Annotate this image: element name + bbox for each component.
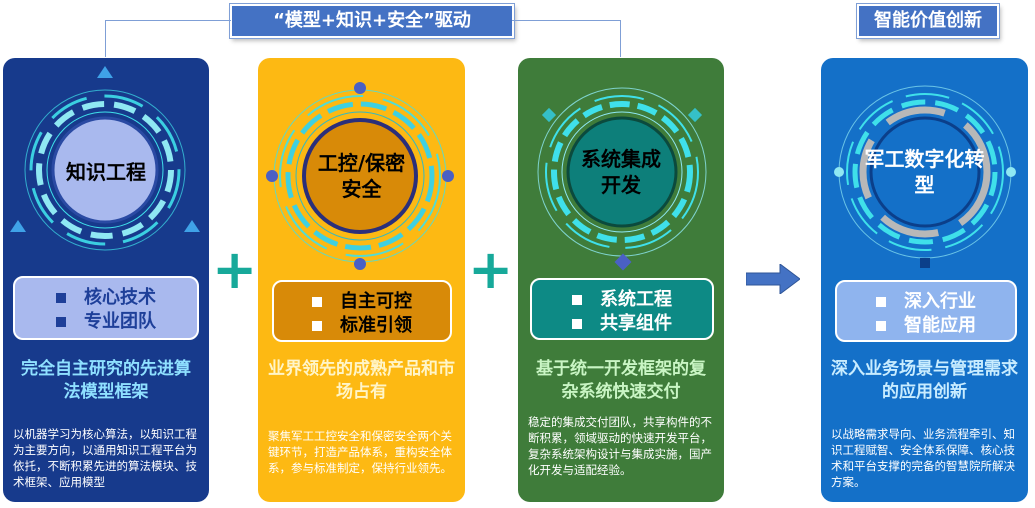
connector-line-right: [512, 20, 621, 57]
right-arrow-icon: [746, 264, 800, 294]
card-digital-transformation: 军工数字化转型 深入行业 智能应用 深入业务场景与管理需求的应用创新 以战略需求…: [821, 58, 1028, 502]
square-bullet-icon: [56, 317, 66, 327]
ring-graphic: [834, 85, 1016, 268]
card-description: 以机器学习为核心算法，以知识工程为主要方向，以通用知识工程平台为依托，不断积累先…: [13, 427, 197, 489]
list-item: 系统工程: [532, 288, 712, 312]
card-description: 以战略需求导向、业务流程牵引、知识工程赋智、安全体系保障、核心技术和平台支撑的完…: [831, 427, 1015, 489]
card-headline: 基于统一开发框架的复杂系统快速交付: [536, 359, 706, 402]
card-system-integration: 系统集成开发 系统工程 共享组件 基于统一开发框架的复杂系统快速交付 稳定的集成…: [518, 58, 724, 502]
card-description: 稳定的集成交付团队，共享构件的不断积累，领域驱动的快速开发平台，复杂系统架构设计…: [528, 415, 712, 477]
list-item: 智能应用: [837, 314, 1015, 338]
square-bullet-icon: [312, 321, 322, 331]
card-industrial-security: 工控/保密安全 自主可控 标准引领 业界领先的成熟产品和市场占有 聚焦军工工控安…: [258, 58, 465, 502]
item-list-box: 自主可控 标准引领: [272, 280, 452, 342]
plus-icon: +: [468, 238, 514, 301]
list-item: 标准引领: [274, 314, 450, 338]
banner-smart-value-innovation: 智能价值创新: [857, 4, 999, 38]
square-bullet-icon: [876, 321, 886, 331]
circle-label: 工控/保密安全: [317, 151, 406, 201]
list-item: 共享组件: [532, 312, 712, 336]
circle-label: 知识工程: [66, 160, 146, 184]
card-headline: 业界领先的成熟产品和市场占有: [268, 359, 455, 402]
square-bullet-icon: [572, 295, 582, 305]
item-list-box: 核心技术 专业团队: [13, 276, 199, 340]
list-item: 专业团队: [15, 310, 197, 334]
plus-icon: +: [212, 238, 258, 301]
square-bullet-icon: [572, 319, 582, 329]
list-item: 核心技术: [15, 286, 197, 310]
circle-label: 系统集成开发: [581, 147, 661, 197]
square-bullet-icon: [876, 297, 886, 307]
list-item: 深入行业: [837, 290, 1015, 314]
square-bullet-icon: [312, 297, 322, 307]
item-list-box: 系统工程 共享组件: [530, 278, 714, 340]
ring-graphic: [537, 87, 707, 271]
square-bullet-icon: [56, 293, 66, 303]
ring-graphic: [266, 82, 454, 270]
banner-model-knowledge-security: “模型+知识+安全”驱动: [230, 4, 514, 38]
connector-line-left: [105, 20, 231, 57]
card-knowledge-engineering: 知识工程 核心技术 专业团队 完全自主研究的先进算法模型框架 以机器学习为核心算…: [3, 58, 209, 502]
card-headline: 完全自主研究的先进算法模型框架: [21, 359, 191, 402]
card-description: 聚焦军工工控安全和保密安全两个关键环节，打造产品体系，重构安全体系，参与标准制定…: [268, 429, 452, 475]
list-item: 自主可控: [274, 290, 450, 314]
ring-graphic: [10, 66, 200, 251]
item-list-box: 深入行业 智能应用: [835, 280, 1017, 342]
card-headline: 深入业务场景与管理需求的应用创新: [831, 359, 1018, 402]
circle-label: 军工数字化转型: [864, 147, 985, 197]
